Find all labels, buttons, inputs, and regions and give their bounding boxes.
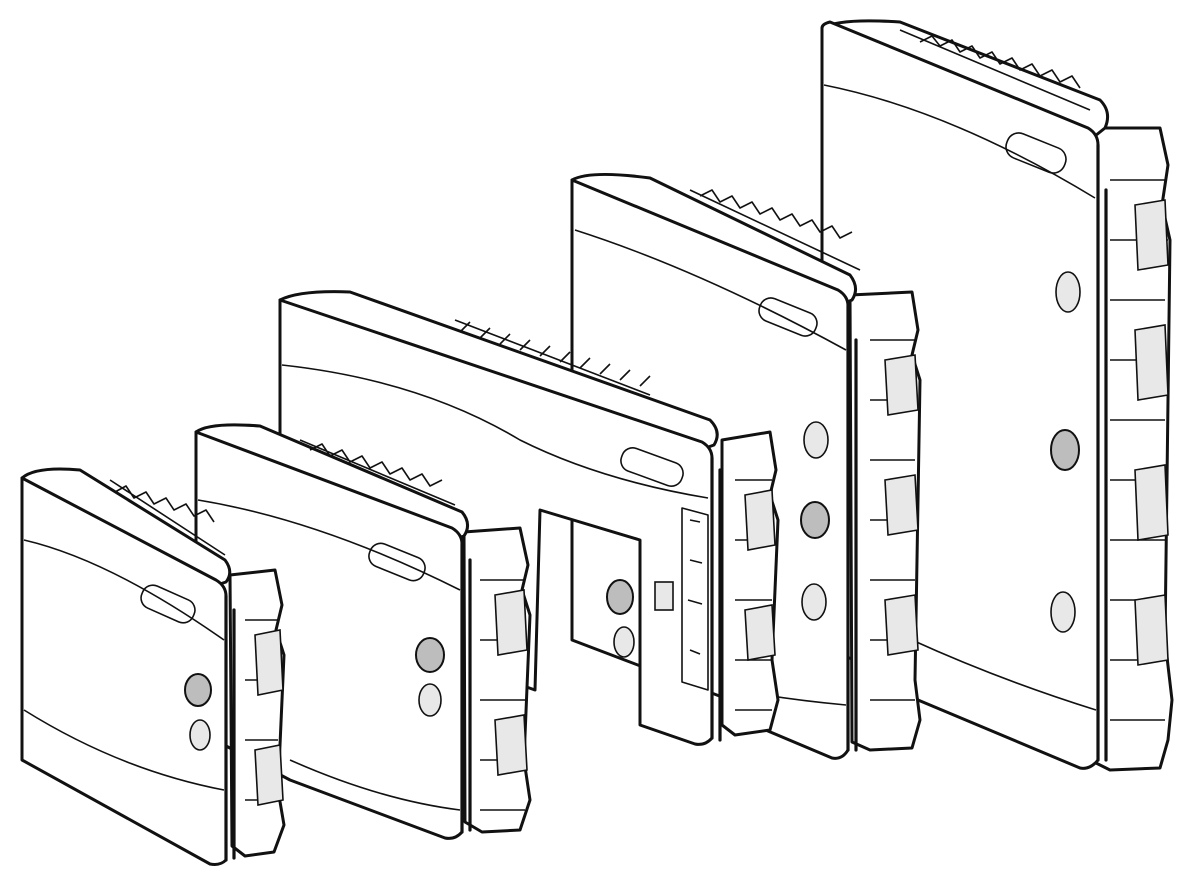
enclosure-4-side-clip-1 [884,354,919,416]
enclosure-5-side-clip-3 [1134,464,1169,541]
enclosure-5-latch-top [1055,271,1081,313]
enclosure-5-side-clip-4 [1134,594,1169,666]
enclosure-3-din-rail-bracket [681,507,709,691]
enclosure-3-door-edge [710,456,722,742]
enclosure-4-side-clip-3 [884,594,919,656]
enclosure-1-lid-vents [109,479,226,556]
enclosure-4-side-clip-2 [884,474,919,536]
enclosure-4-door-top-rim [574,229,847,351]
enclosure-3-label-window [620,447,684,487]
enclosure-3-latch [613,626,635,658]
enclosure-3-breaker-slot [654,581,674,611]
enclosure-1-side-clip-2 [254,744,284,806]
enclosure-5-door-top-rim [823,84,1096,199]
enclosure-1-top-lid [20,467,232,588]
enclosure-3-lid-vents [454,319,651,396]
enclosure-2-door-edge [460,542,472,834]
enclosure-1-label-window [140,584,196,624]
enclosure-4-latch-top [803,421,829,459]
enclosure-2-side-frame [462,526,532,834]
enclosure-5-door-lock [1050,429,1080,471]
enclosure-5-label-window [1005,132,1067,174]
enclosure-1-door-bottom-rim [23,709,225,791]
enclosure-4-door-edge [846,304,858,752]
enclosure-4-lid-vents [689,189,861,271]
enclosure-2-door-lock [415,637,445,673]
enclosure-5-door-edge [1096,143,1108,762]
enclosure-2-side-clip-1 [494,589,528,656]
enclosure-2-latch [418,683,442,717]
enclosure-5-lid-vents [899,29,1091,111]
enclosure-5-latch-bottom [1050,591,1076,633]
enclosure-1-side-clip-1 [254,629,284,696]
enclosure-1-door-top-rim [23,539,225,641]
enclosure-4-latch-bottom [801,583,827,621]
enclosure-5-side-clip-1 [1134,199,1169,271]
enclosure-1-side-frame [228,568,286,858]
enclosure-3-door-sweep [281,364,709,499]
enclosure-5-side-clip-2 [1134,324,1169,401]
enclosure-4-door-lock [800,501,830,539]
enclosure-3-door-lock [606,579,634,615]
enclosure-2-lid-vents [299,439,456,506]
enclosure-1-door-lock [184,673,212,707]
enclosure-1-latch [189,719,211,751]
enclosure-3-side-frame [720,430,780,737]
enclosure-3-side-clip-1 [744,489,776,551]
enclosure-2-door-bottom-rim [289,759,461,811]
enclosure-5-door-bottom-rim [911,639,1097,711]
enclosure-2-label-window [368,542,426,582]
enclosure-3-side-clip-2 [744,604,776,661]
enclosure-1-door-edge [224,594,236,862]
enclosure-1 [20,467,286,866]
enclosure-4-label-window [758,297,818,337]
enclosure-2-side-clip-2 [494,714,528,776]
